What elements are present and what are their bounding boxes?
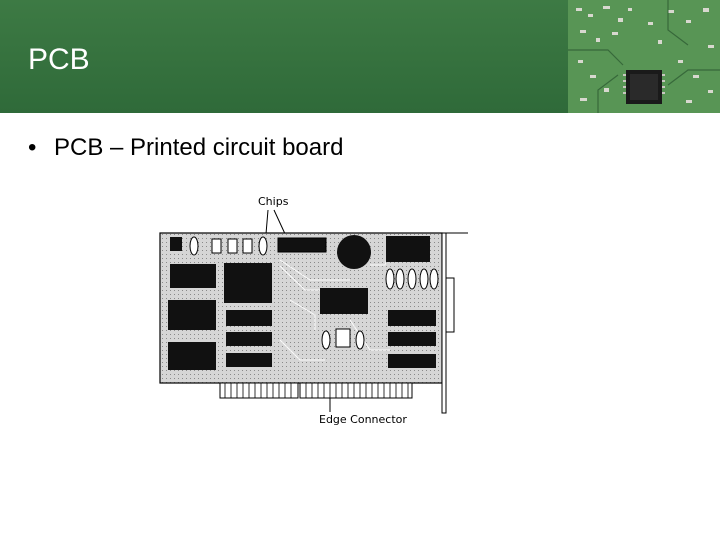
chips-callout-label: Chips (258, 195, 289, 208)
edge-connector-callout-label: Edge Connector (319, 413, 407, 426)
pcb-diagram: Chips Edge Connector (150, 190, 480, 430)
slide-title: PCB (28, 43, 90, 76)
bullet-dot: • (28, 134, 37, 161)
circuit-board-photo (568, 0, 720, 113)
bullet-item: • PCB – Printed circuit board (28, 132, 343, 164)
expansion-card-drawing (159, 209, 468, 414)
bullet-text: PCB – Printed circuit board (54, 134, 344, 161)
slide-header: PCB (0, 0, 720, 113)
